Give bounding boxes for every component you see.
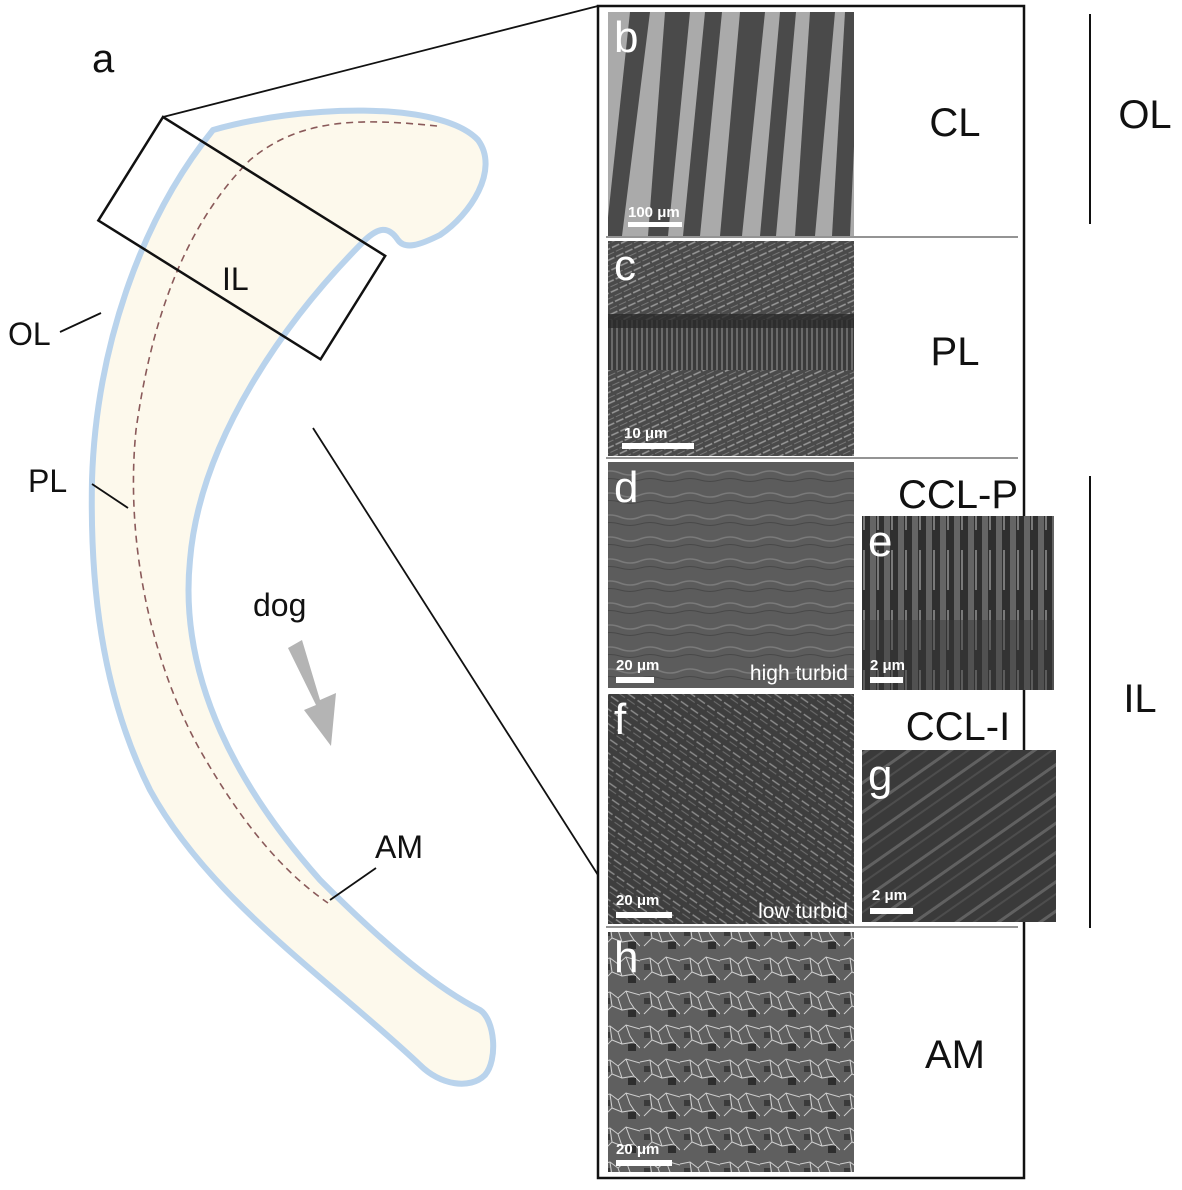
scale-label-f: 20 μm — [616, 892, 659, 909]
scale-label-e: 2 μm — [870, 657, 905, 674]
panel-label-a: a — [92, 37, 115, 81]
condition-label-d: high turbid — [750, 662, 848, 685]
prismatic-band — [608, 320, 854, 370]
scale-label-b: 100 μm — [628, 204, 680, 221]
layer-brackets: OL IL — [1089, 14, 1172, 928]
scale-bar-g — [870, 908, 913, 914]
layer-label-cl: CL — [929, 101, 980, 145]
micrograph-f — [608, 694, 854, 924]
panel-letter-d: d — [614, 463, 638, 512]
panel-letter-e: e — [868, 517, 892, 566]
ol-leader-line — [59, 312, 102, 333]
scale-bar-h — [616, 1160, 672, 1166]
heading-ccl-p: CCL-P — [898, 473, 1018, 517]
heading-ccl-i: CCL-I — [906, 705, 1010, 749]
micrograph-e — [862, 516, 1054, 690]
scale-bar-e — [870, 677, 903, 683]
label-pl: PL — [28, 463, 67, 499]
label-dog: dog — [253, 587, 306, 623]
label-il: IL — [222, 261, 249, 297]
scale-bar-d — [616, 677, 654, 683]
scale-bar-f — [616, 912, 672, 918]
layer-label-am: AM — [925, 1033, 985, 1077]
label-am: AM — [375, 829, 423, 865]
scale-label-g: 2 μm — [872, 887, 907, 904]
panel-d: d 20 μm high turbid — [608, 462, 854, 688]
scale-label-h: 20 μm — [616, 1141, 659, 1158]
cl-dark-bands — [608, 12, 854, 236]
pl-boundary-line — [132, 121, 438, 904]
panel-e: CCL-P e 2 μm — [862, 473, 1054, 690]
scale-label-c: 10 μm — [624, 425, 667, 442]
panel-letter-g: g — [868, 751, 892, 800]
panel-letter-c: c — [614, 241, 636, 290]
zoom-line-bottom — [312, 427, 599, 876]
pl-leader-line — [91, 483, 129, 509]
bracket-label-ol: OL — [1118, 93, 1171, 137]
scale-bar-c — [622, 443, 694, 449]
panel-letter-b: b — [614, 13, 638, 62]
dog-direction-arrow — [288, 640, 336, 746]
scale-bar-b — [628, 222, 682, 227]
panel-b: b 100 μm CL — [608, 12, 981, 236]
panel-g: CCL-I g 2 μm — [862, 705, 1056, 922]
layer-label-pl: PL — [931, 330, 980, 374]
panel-f: f 20 μm low turbid — [608, 694, 854, 924]
panel-letter-h: h — [614, 933, 638, 982]
label-ol: OL — [8, 316, 51, 352]
bracket-label-il: IL — [1123, 677, 1156, 721]
panel-letter-f: f — [614, 695, 627, 744]
micrograph-h — [608, 932, 854, 1172]
scale-label-d: 20 μm — [616, 657, 659, 674]
shell-schematic: a IL OL PL dog AM — [8, 5, 599, 1087]
panel-c: c 10 μm PL — [608, 241, 979, 456]
am-leader-line — [329, 867, 377, 901]
micrograph-g — [862, 750, 1056, 922]
zoom-line-top — [162, 5, 599, 118]
condition-label-f: low turbid — [758, 900, 848, 923]
micrograph-d — [608, 462, 854, 688]
panel-h: h 20 μm AM — [608, 932, 985, 1172]
shell-outline — [88, 107, 497, 1087]
zoom-region-box — [96, 115, 387, 362]
